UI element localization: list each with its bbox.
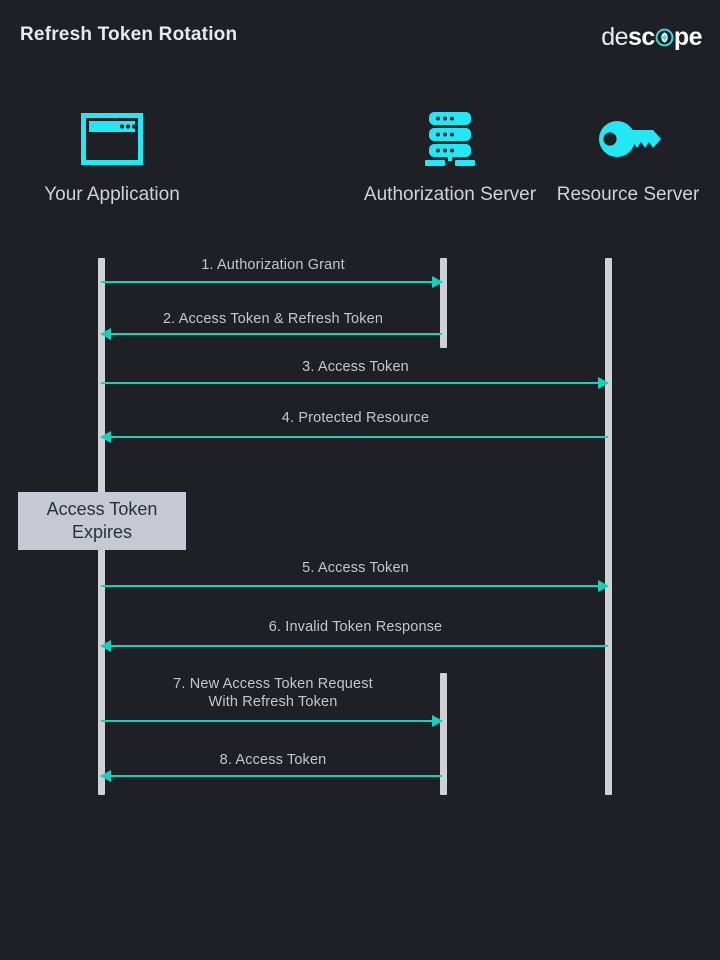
logo-text-pe: pe: [673, 23, 703, 51]
page-title: Refresh Token Rotation: [20, 24, 238, 45]
key-icon: [528, 108, 720, 170]
arrow-head-right-icon: [432, 715, 443, 727]
message-label-3: 3. Access Token: [302, 359, 409, 375]
actor-resource-server: Resource Server: [528, 108, 720, 207]
message-arrow-4: [100, 431, 608, 443]
logo-text-sc: sc: [628, 23, 655, 51]
server-rack-icon: [350, 108, 550, 170]
arrow-head-right-icon: [432, 276, 443, 288]
message-label-4: 4. Protected Resource: [281, 410, 430, 426]
message-arrow-7: [101, 715, 443, 727]
message-arrow-8: [100, 770, 442, 782]
message-label-8: 8. Access Token: [219, 752, 327, 768]
actor-label-resource-server: Resource Server: [556, 184, 700, 205]
application-window-icon: [12, 108, 212, 170]
lifeline-resource-server: [605, 258, 612, 795]
actor-label-authorization-server: Authorization Server: [363, 184, 537, 205]
message-arrow-6: [100, 640, 608, 652]
message-label-7: 7. New Access Token Request With Refresh…: [173, 676, 373, 710]
lifeline-authorization-server-2: [440, 673, 447, 795]
arrow-head-right-icon: [598, 377, 609, 389]
message-label-1: 1. Authorization Grant: [201, 257, 345, 273]
message-arrow-2: [100, 328, 442, 340]
lifeline-authorization-server-1: [440, 258, 447, 348]
arrow-head-left-icon: [100, 431, 111, 443]
message-arrow-1: [101, 276, 443, 288]
arrow-head-left-icon: [100, 770, 111, 782]
descope-o-mark-icon: [655, 28, 674, 47]
actor-authorization-server: Authorization Server: [350, 108, 550, 207]
note-access-token-expires: Access Token Expires: [18, 492, 186, 550]
logo-text-de: de: [601, 23, 628, 51]
message-arrow-3: [101, 377, 609, 389]
message-label-2: 2. Access Token & Refresh Token: [162, 311, 384, 327]
message-arrow-5: [101, 580, 609, 592]
message-label-5: 5. Access Token: [302, 560, 409, 576]
arrow-head-right-icon: [598, 580, 609, 592]
arrow-head-left-icon: [100, 640, 111, 652]
arrow-head-left-icon: [100, 328, 111, 340]
message-label-6: 6. Invalid Token Response: [268, 619, 443, 635]
actor-your-application: Your Application: [12, 108, 212, 207]
actor-label-your-application: Your Application: [44, 184, 180, 205]
